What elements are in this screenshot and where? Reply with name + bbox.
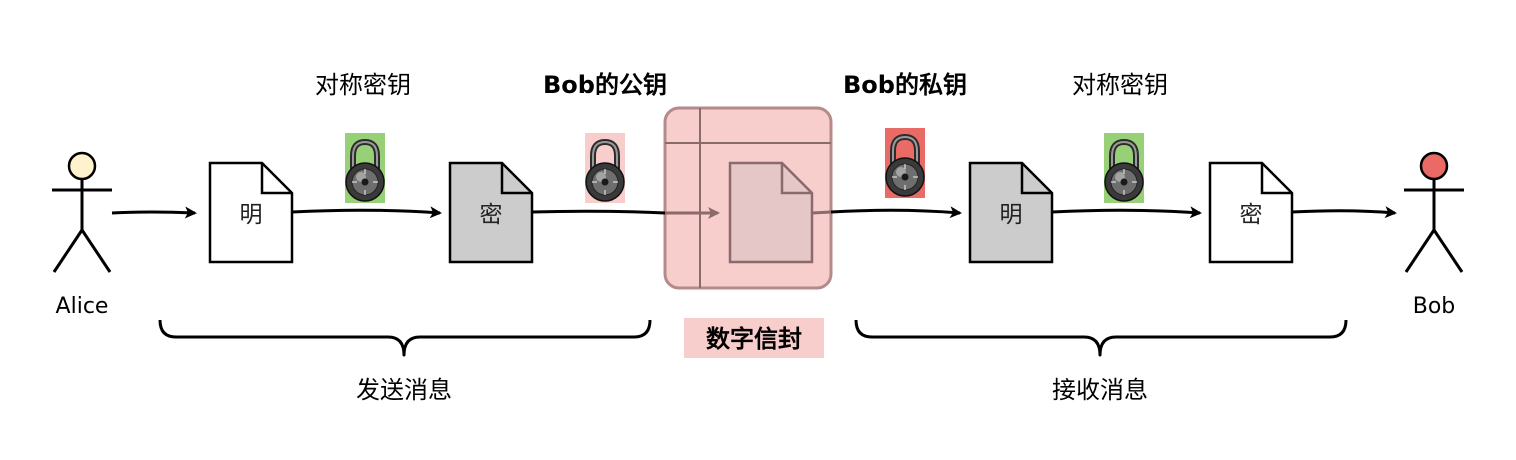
group-receive-label: 接收消息: [1052, 376, 1148, 404]
bob-head: [1419, 151, 1449, 181]
key-symmetric-1-label: 对称密钥: [315, 71, 411, 99]
alice-head: [67, 151, 97, 181]
actor-bob: Bob: [1404, 151, 1464, 319]
key-symmetric-1: 对称密钥: [315, 71, 411, 203]
document-plain-1-text: 明: [240, 202, 263, 228]
document-cipher-2-text: 密: [1240, 202, 1263, 228]
arrow-envelope-to-plain: [830, 206, 962, 219]
key-bob-private-label: Bob的私钥: [843, 71, 967, 99]
document-cipher-1-text: 密: [480, 202, 503, 228]
key-symmetric-2-label: 对称密钥: [1072, 71, 1168, 99]
arrow-envelope-link: [811, 210, 832, 215]
bob-label: Bob: [1413, 294, 1456, 319]
digital-envelope-label: 数字信封: [684, 318, 824, 358]
document-cipher-2: 密: [1208, 161, 1294, 264]
key-symmetric-2: 对称密钥: [1072, 71, 1168, 203]
digital-envelope-label-text: 数字信封: [706, 325, 802, 353]
document-plain-1: 明: [208, 161, 294, 264]
document-plain-2: 明: [968, 161, 1054, 264]
arrow-plain-to-cipher: [291, 206, 442, 219]
flow-arrows: [111, 206, 1397, 219]
document-cipher-1: 密: [448, 161, 534, 264]
document-envelope: [728, 161, 814, 264]
arrow-cipher-to-envelope: [531, 209, 666, 215]
document-plain-2-text: 明: [1000, 202, 1023, 228]
key-bob-private: Bob的私钥: [843, 71, 967, 198]
key-bob-public: Bob的公钥: [543, 71, 667, 203]
group-send-label: 发送消息: [356, 376, 452, 404]
arrow-plain-to-cipher-2: [1051, 206, 1202, 219]
alice-label: Alice: [56, 294, 109, 319]
brace-receive: 接收消息: [854, 319, 1348, 404]
arrow-alice-to-plain: [111, 206, 197, 219]
actor-alice: Alice: [52, 151, 112, 319]
key-bob-public-label: Bob的公钥: [543, 71, 667, 99]
brace-send: 发送消息: [158, 319, 652, 404]
arrow-cipher-to-bob: [1291, 206, 1397, 219]
